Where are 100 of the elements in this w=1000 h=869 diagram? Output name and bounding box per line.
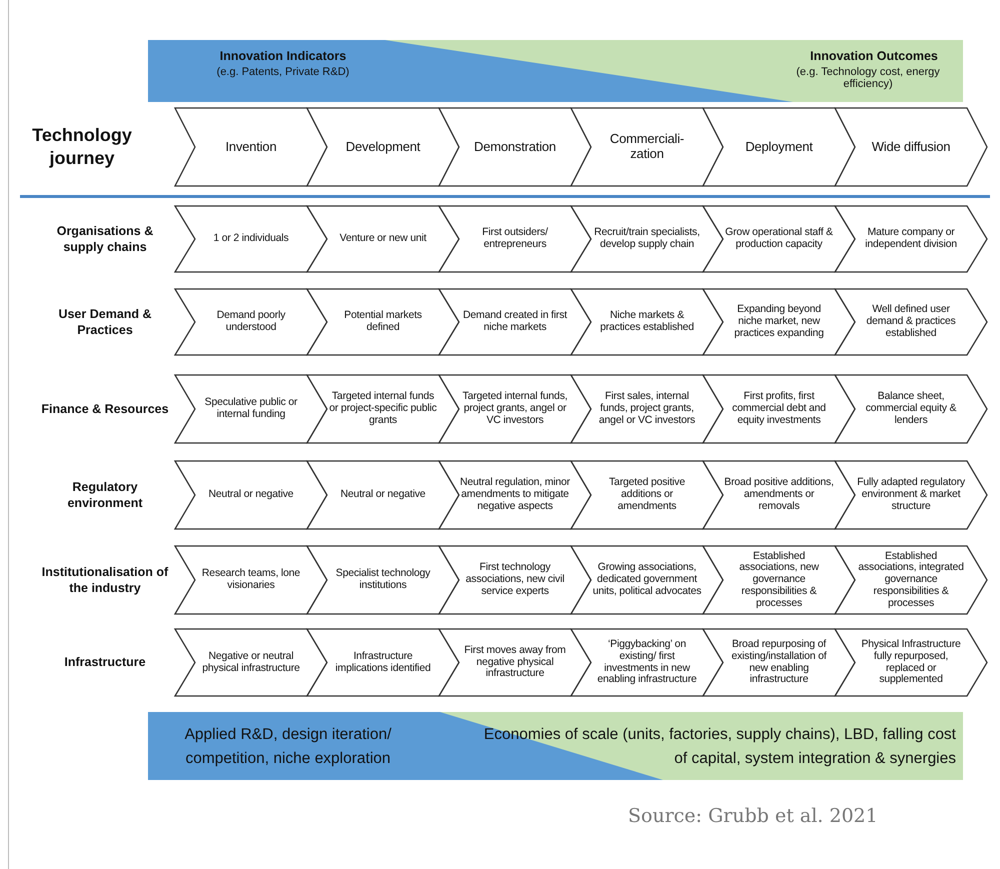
chevron-step xyxy=(571,108,723,186)
chevron-step xyxy=(835,108,987,186)
band-text: Economies of scale (units, factories, supply chains), LBD, falling cost of capital, system integration & synergies xyxy=(482,725,956,769)
band-subtitle: (e.g. Patents, Private R&D) xyxy=(216,66,350,78)
chevron-step xyxy=(571,461,723,529)
journey-heading: Technology journey xyxy=(31,124,133,170)
step-text: First moves away from negative physical infrastructure xyxy=(463,644,567,680)
chevron-step xyxy=(439,289,591,355)
chevron-step xyxy=(175,375,327,443)
chevron-step xyxy=(571,629,723,696)
step-text: Venture or new unit xyxy=(340,233,426,245)
step-text: Well defined user demand & practices established xyxy=(865,304,957,340)
step-text: Commerciali- zation xyxy=(608,132,686,162)
chevron-step xyxy=(703,629,855,696)
step-text: First profits, first commercial debt and equity investments xyxy=(731,391,827,427)
step-text: Broad positive additions, amendments or removals xyxy=(724,477,834,513)
chevron-step xyxy=(307,546,459,614)
chevron-step xyxy=(307,108,459,186)
band-subtitle: (e.g. Technology cost, energy efficiency) xyxy=(795,66,941,90)
row-heading: Regulatory environment xyxy=(66,478,144,512)
chevron-step xyxy=(439,629,591,696)
chevron-step xyxy=(835,461,987,529)
row-heading: Institutionalisation of the industry xyxy=(40,564,170,596)
strategy-band xyxy=(148,712,963,780)
chevron-step xyxy=(835,206,987,272)
chevron-step xyxy=(175,289,327,355)
chevron-step xyxy=(175,461,327,529)
chevron-step xyxy=(307,629,459,696)
band-heading: Innovation Indicators xyxy=(218,49,348,63)
chevron-step xyxy=(835,375,987,443)
chevron-step xyxy=(571,289,723,355)
step-text: First outsiders/ entrepreneurs xyxy=(481,227,549,251)
chevron-step xyxy=(835,546,987,614)
step-text: Demand poorly understood xyxy=(216,310,286,334)
chevron-step xyxy=(175,206,327,272)
row-heading: Infrastructure xyxy=(64,654,146,671)
chevron-step xyxy=(439,546,591,614)
indicator-band xyxy=(148,40,963,102)
chevron-step xyxy=(703,461,855,529)
chevron-step xyxy=(835,289,987,355)
step-text: First technology associations, new civil service experts xyxy=(464,562,566,598)
step-text: Grow operational staff & production capacity xyxy=(724,227,834,251)
chevron-step xyxy=(307,461,459,529)
step-text: Invention xyxy=(226,140,276,154)
chevron-step xyxy=(439,108,591,186)
chevron-step xyxy=(571,206,723,272)
step-text: Speculative public or internal funding xyxy=(204,397,298,421)
step-text: Growing associations, dedicated government units, political advocates xyxy=(592,562,702,598)
step-text: Infrastructure implications identified xyxy=(334,650,432,674)
chevron-step xyxy=(703,206,855,272)
chevron-step xyxy=(703,546,855,614)
step-text: Potential markets defined xyxy=(343,310,423,334)
step-text: Specialist technology institutions xyxy=(334,568,432,592)
row-heading: Organisations & supply chains xyxy=(56,222,154,256)
step-text: Wide diffusion xyxy=(872,140,950,154)
band-text: Applied R&D, design iteration/ competition, niche exploration xyxy=(184,725,392,769)
step-text: 1 or 2 individuals xyxy=(213,233,289,245)
chevron-step xyxy=(307,375,459,443)
step-text: Deployment xyxy=(745,140,813,154)
step-text: Demonstration xyxy=(474,140,556,154)
band-heading: Innovation Outcomes xyxy=(809,49,939,63)
step-text: Neutral regulation, minor amendments to mitigate negative aspects xyxy=(460,477,570,513)
chevron-step xyxy=(307,289,459,355)
chevron-step xyxy=(439,375,591,443)
step-text: Recruit/train specialists, develop supply chain xyxy=(593,227,701,251)
step-text: ‘Piggybacking’ on existing/ first investments in new enabling infrastructure xyxy=(596,639,698,686)
step-text: Negative or neutral physical infrastructure xyxy=(201,650,301,674)
chevron-step xyxy=(439,206,591,272)
step-text: Expanding beyond niche market, new practices expanding xyxy=(733,304,825,340)
step-text: Targeted positive additions or amendments xyxy=(608,477,686,513)
chevron-step xyxy=(175,629,327,696)
step-text: Niche markets & practices established xyxy=(599,310,695,334)
chevron-step xyxy=(571,546,723,614)
step-text: Physical Infrastructure fully repurposed, replaced or supplemented xyxy=(860,639,962,686)
chevron-step xyxy=(175,546,327,614)
chevron-step xyxy=(175,108,327,186)
step-text: Targeted internal funds or project-specific public grants xyxy=(328,391,438,427)
row-heading: Finance & Resources xyxy=(41,400,169,418)
step-text: Targeted internal funds, project grants, angel or VC investors xyxy=(462,391,568,427)
chevron-step xyxy=(307,206,459,272)
source-caption: Source: Grubb et al. 2021 xyxy=(628,805,878,827)
step-text: Fully adapted regulatory environment & market structure xyxy=(856,477,966,513)
step-text: Balance sheet, commercial equity & lenders xyxy=(864,391,958,427)
chevron-step xyxy=(835,629,987,696)
step-text: Neutral or negative xyxy=(208,489,294,501)
step-text: Established associations, integrated governance responsibilities & processes xyxy=(857,550,965,610)
step-text: Established associations, new governance responsibilities & processes xyxy=(738,550,820,610)
chevron-step xyxy=(703,375,855,443)
step-text: Research teams, lone visionaries xyxy=(200,568,302,592)
step-text: Neutral or negative xyxy=(340,489,426,501)
step-text: Broad repurposing of existing/installation of new enabling infrastructure xyxy=(730,639,828,686)
step-text: Mature company or independent division xyxy=(864,227,958,251)
chevron-step xyxy=(439,461,591,529)
chevron-step xyxy=(703,108,855,186)
row-heading: User Demand & Practices xyxy=(57,306,153,338)
step-text: Demand created in first niche markets xyxy=(462,310,568,334)
step-text: First sales, internal funds, project grants, angel or VC investors xyxy=(598,391,696,427)
chevron-step xyxy=(571,375,723,443)
step-text: Development xyxy=(346,140,420,154)
chevron-step xyxy=(703,289,855,355)
